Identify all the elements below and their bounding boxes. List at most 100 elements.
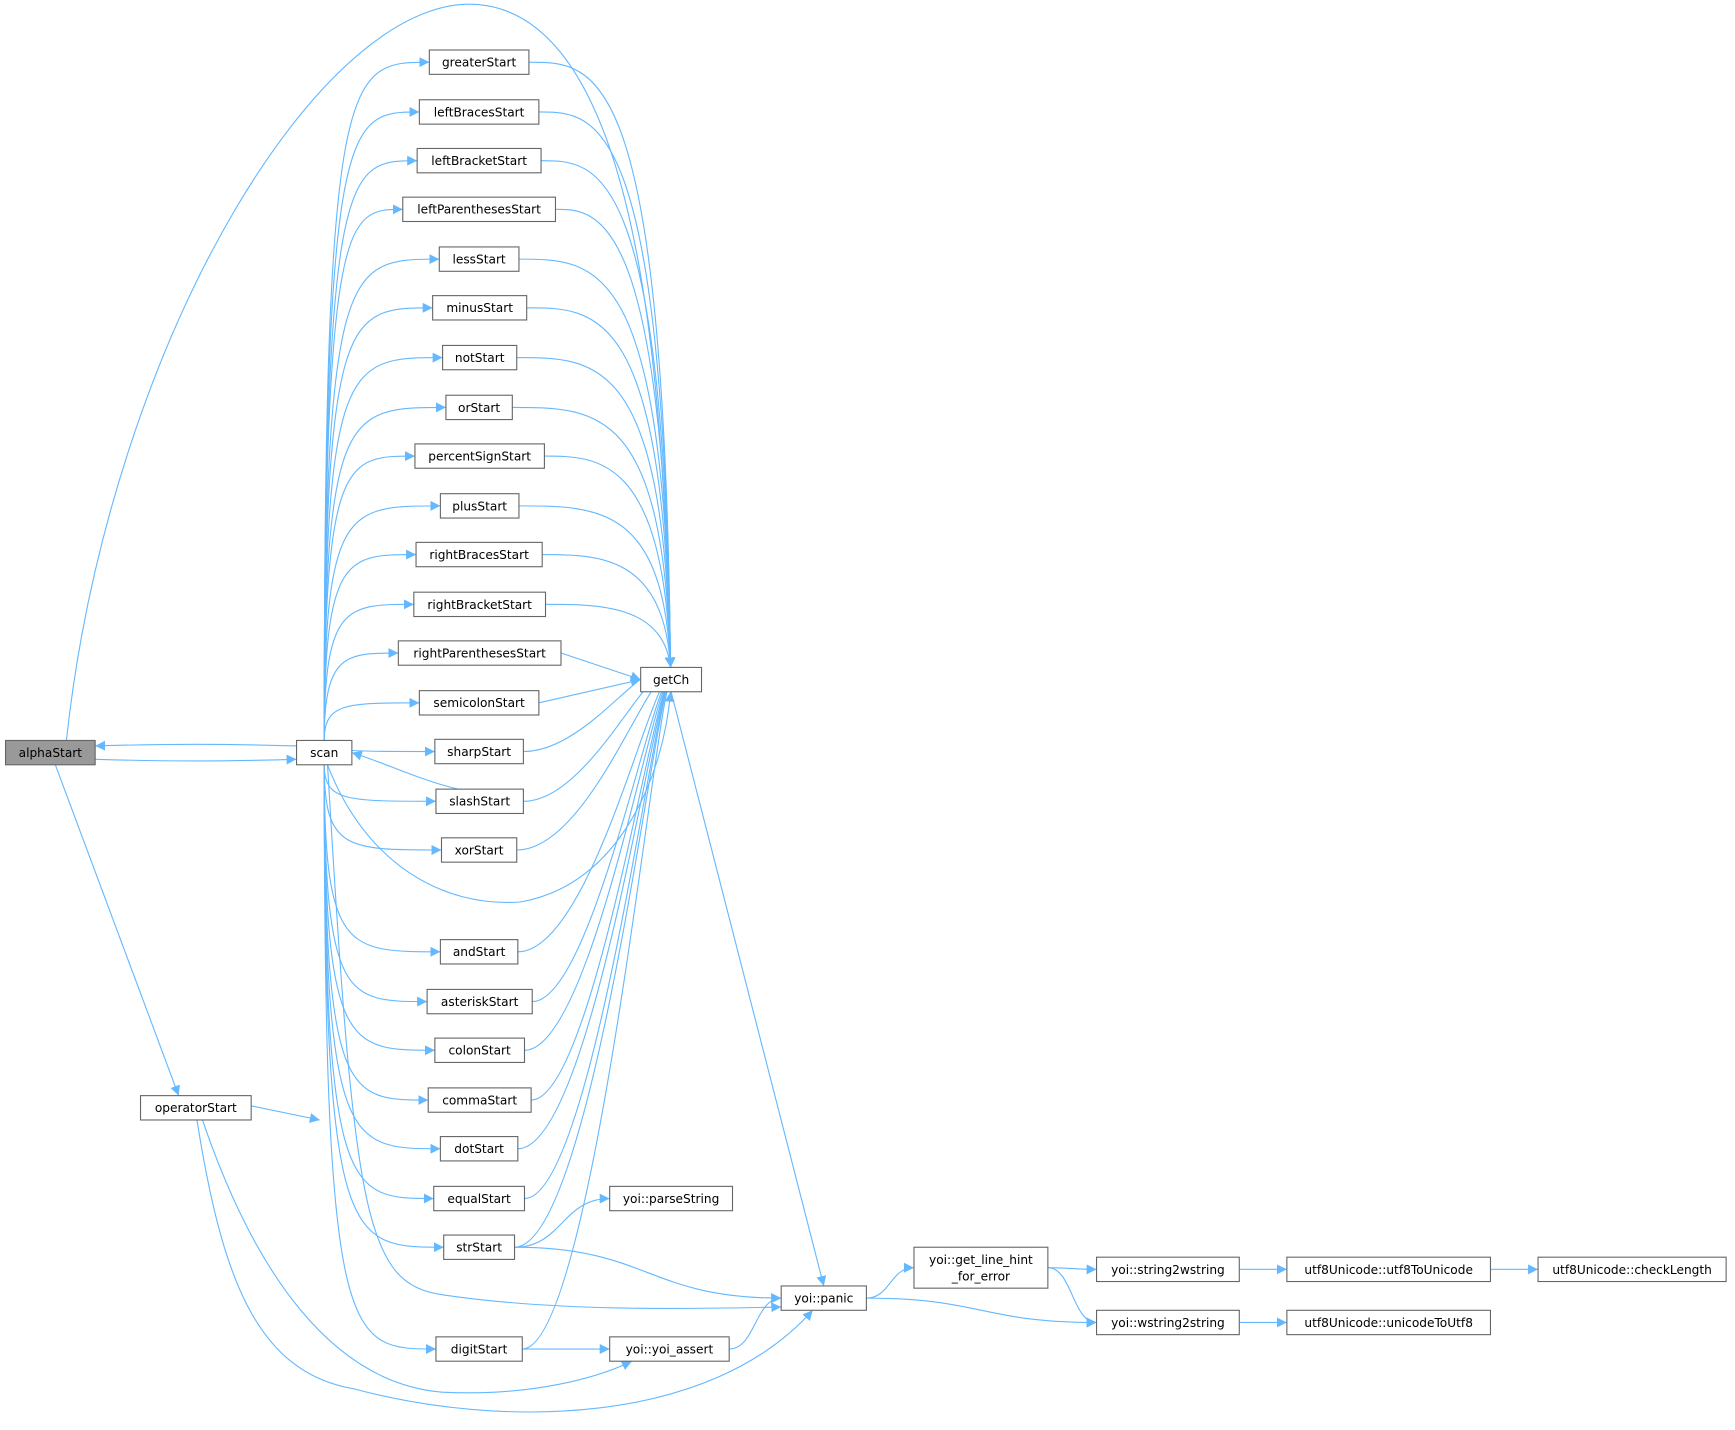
node-label: utf8Unicode::utf8ToUnicode: [1304, 1263, 1473, 1277]
node-strStart[interactable]: strStart: [443, 1234, 516, 1260]
node-panic[interactable]: yoi::panic: [780, 1285, 867, 1311]
node-label: andStart: [453, 945, 506, 959]
node-colonStart[interactable]: colonStart: [434, 1037, 526, 1063]
node-wstring2string[interactable]: yoi::wstring2string: [1095, 1309, 1240, 1336]
node-box: [434, 1037, 526, 1063]
node-label: semicolonStart: [433, 696, 525, 710]
node-orStart[interactable]: orStart: [445, 394, 513, 421]
node-percentSignStart[interactable]: percentSignStart: [414, 443, 545, 469]
edge-leftParenthesesStart-to-getCh: [555, 208, 676, 668]
node-get_line_hint[interactable]: yoi::get_line_hint_for_error: [913, 1246, 1049, 1289]
node-checkLength[interactable]: utf8Unicode::checkLength: [1537, 1256, 1727, 1283]
edge-getCh-to-panic: [670, 691, 827, 1287]
edge-operatorStart-to-panic: [196, 1119, 814, 1413]
node-semicolonStart[interactable]: semicolonStart: [418, 690, 540, 716]
node-minusStart[interactable]: minusStart: [432, 295, 528, 321]
edge-rightParenthesesStart-to-getCh: [560, 652, 641, 682]
edge-scan-to-orStart: [323, 402, 446, 741]
node-utf8ToUnicode[interactable]: utf8Unicode::utf8ToUnicode: [1286, 1256, 1492, 1283]
node-box: [414, 443, 545, 469]
node-box: [426, 988, 533, 1015]
edge-scan-to-rightBracesStart: [323, 549, 417, 741]
node-box: [609, 1336, 730, 1362]
edge-orStart-to-getCh: [512, 406, 676, 668]
node-box: [433, 1185, 526, 1212]
edge-get_line_hint-to-wstring2string: [1047, 1267, 1097, 1328]
edge-leftBracesStart-to-getCh: [538, 111, 676, 668]
node-andStart[interactable]: andStart: [439, 939, 519, 965]
node-sharpStart[interactable]: sharpStart: [434, 738, 524, 765]
node-scan[interactable]: scan: [295, 739, 353, 766]
node-parseString[interactable]: yoi::parseString: [609, 1185, 734, 1212]
edge-panic-to-wstring2string: [866, 1297, 1097, 1328]
node-box: [913, 1246, 1049, 1289]
node-box: [1286, 1309, 1492, 1336]
edge-scan-to-notStart: [323, 352, 443, 741]
node-box: [402, 196, 557, 223]
node-label: getCh: [653, 673, 689, 687]
node-box: [1537, 1256, 1727, 1283]
node-box: [295, 739, 353, 766]
node-box: [438, 246, 520, 272]
node-label: equalStart: [447, 1192, 511, 1206]
node-box: [640, 666, 703, 693]
node-digitStart[interactable]: digitStart: [435, 1336, 523, 1362]
node-label: scan: [310, 746, 338, 760]
node-box: [397, 640, 562, 666]
edge-scan-to-panic: [326, 764, 782, 1313]
node-box: [434, 738, 524, 765]
node-rightBracketStart[interactable]: rightBracketStart: [413, 591, 547, 618]
node-box: [413, 591, 547, 618]
edge-dotStart-to-getCh: [517, 681, 675, 1150]
node-dotStart[interactable]: dotStart: [439, 1136, 519, 1162]
node-xorStart[interactable]: xorStart: [440, 837, 518, 863]
node-greaterStart[interactable]: greaterStart: [428, 49, 530, 75]
node-lessStart[interactable]: lessStart: [438, 246, 520, 272]
node-box: [439, 493, 520, 519]
node-asteriskStart[interactable]: asteriskStart: [426, 988, 533, 1015]
edge-alphaStart-to-scan: [95, 754, 297, 765]
edge-scan-to-andStart: [323, 764, 441, 957]
edge-get_line_hint-to-string2wstring: [1047, 1264, 1097, 1275]
node-box: [442, 344, 518, 371]
node-box: [439, 1136, 519, 1162]
node-operatorStart[interactable]: operatorStart: [139, 1095, 252, 1121]
node-string2wstring[interactable]: yoi::string2wstring: [1095, 1256, 1240, 1283]
node-rightParenthesesStart[interactable]: rightParenthesesStart: [397, 640, 562, 666]
edge-scan-to-percentSignStart: [323, 451, 415, 741]
node-plusStart[interactable]: plusStart: [439, 493, 520, 519]
node-commaStart[interactable]: commaStart: [427, 1087, 532, 1113]
edge-scan-to-xorStart: [323, 764, 442, 855]
node-rightBracesStart[interactable]: rightBracesStart: [415, 541, 543, 568]
node-label: yoi::wstring2string: [1111, 1316, 1225, 1330]
node-yoi_assert[interactable]: yoi::yoi_assert: [609, 1336, 730, 1362]
node-label: plusStart: [452, 499, 507, 513]
edge-scan-to-minusStart: [323, 302, 433, 741]
edge-alphaStart-to-getCh: [65, 3, 676, 741]
edge-scan-to-strStart: [323, 764, 444, 1253]
node-notStart[interactable]: notStart: [442, 344, 518, 371]
node-label: operatorStart: [155, 1101, 237, 1115]
edge-yoi_assert-to-panic: [729, 1293, 782, 1350]
node-leftBracketStart[interactable]: leftBracketStart: [416, 147, 542, 174]
nodes-layer: alphaStart scan operatorStart greaterStart l…: [4, 49, 1727, 1362]
node-leftParenthesesStart[interactable]: leftParenthesesStart: [402, 196, 557, 223]
edge-leftBracketStart-to-getCh: [541, 160, 676, 668]
node-leftBracesStart[interactable]: leftBracesStart: [418, 99, 540, 125]
node-label: dotStart: [454, 1142, 504, 1156]
edge-operatorStart-to-yoi_assert: [201, 1119, 633, 1394]
node-label: commaStart: [442, 1093, 517, 1107]
node-unicodeToUtf8[interactable]: utf8Unicode::unicodeToUtf8: [1286, 1309, 1492, 1336]
edge-rightBracesStart-to-getCh: [542, 554, 675, 668]
edge-scan-to-plusStart: [323, 500, 441, 741]
node-label: orStart: [458, 401, 500, 415]
node-equalStart[interactable]: equalStart: [433, 1185, 526, 1212]
node-box: [780, 1285, 867, 1311]
node-getCh[interactable]: getCh: [640, 666, 703, 693]
node-label: colonStart: [448, 1044, 511, 1058]
node-alphaStart[interactable]: alphaStart: [4, 739, 96, 766]
edge-panic-to-get_line_hint: [866, 1262, 914, 1299]
node-label: strStart: [456, 1241, 502, 1255]
node-slashStart[interactable]: slashStart: [435, 788, 524, 815]
node-box: [416, 147, 542, 174]
